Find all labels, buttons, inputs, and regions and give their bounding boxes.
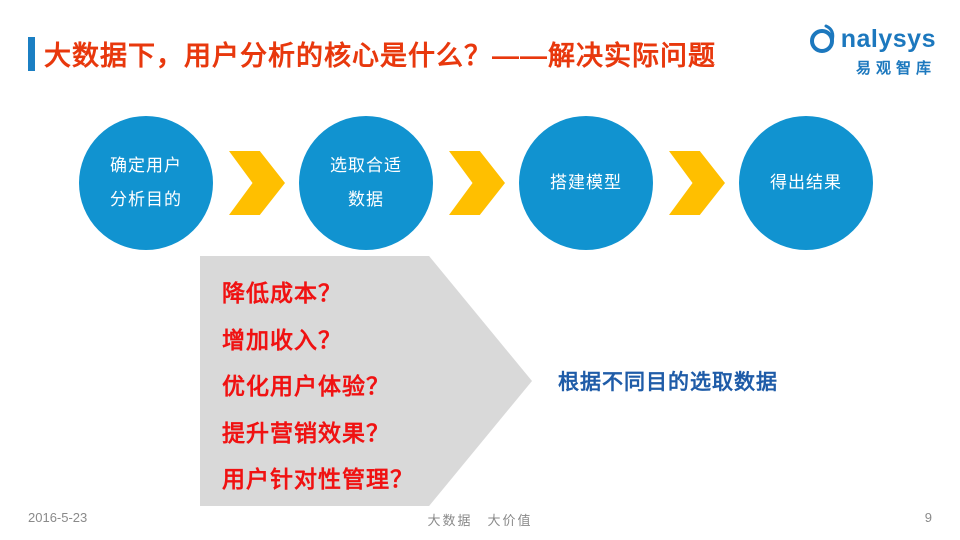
logo-brand-text: nalysys [840, 24, 936, 53]
note-text: 根据不同目的选取数据 [558, 371, 778, 394]
flow-step-label-line2: 分析目的 [110, 190, 182, 209]
flow-step-build-model: 搭建模型 [519, 116, 653, 250]
footer-date: 2016-5-23 [28, 510, 88, 525]
analysys-logo: nalysys 易观智库 [806, 22, 936, 78]
logo-brand-row: nalysys [806, 22, 936, 56]
page-number: 9 [924, 510, 932, 525]
flow-step-label-line1: 选取合适 [330, 156, 402, 175]
flow-arrow-icon [449, 151, 505, 215]
flow-step-define-goal: 确定用户 分析目的 [79, 116, 213, 250]
question-item: 优化用户体验？ [222, 373, 390, 399]
logo-subtitle: 易观智库 [855, 60, 936, 77]
flow-arrow-icon [669, 151, 725, 215]
flow-step-get-result: 得出结果 [739, 116, 873, 250]
flow-step-label-line1: 得出结果 [770, 173, 842, 192]
question-item: 增加收入？ [222, 326, 342, 353]
question-item: 提升营销效果？ [222, 419, 390, 446]
question-item: 用户针对性管理？ [222, 466, 414, 492]
flow-step-label-line2: 数据 [348, 190, 384, 209]
analysys-swirl-icon [806, 22, 840, 56]
flow-step-label-line1: 确定用户 [110, 156, 182, 175]
flow-step-select-data: 选取合适 数据 [299, 116, 433, 250]
flow-arrow-icon [229, 151, 285, 215]
flow-step-label-line1: 搭建模型 [550, 173, 622, 192]
footer-slogan: 大数据 大价值 [427, 513, 533, 528]
slide-title: 大数据下，用户分析的核心是什么？——解决实际问题 [44, 41, 716, 71]
question-item: 降低成本？ [222, 280, 342, 306]
questions-arrow: 降低成本？ 增加收入？ 优化用户体验？ 提升营销效果？ 用户针对性管理？ [200, 256, 532, 506]
title-accent-bar [28, 37, 35, 71]
